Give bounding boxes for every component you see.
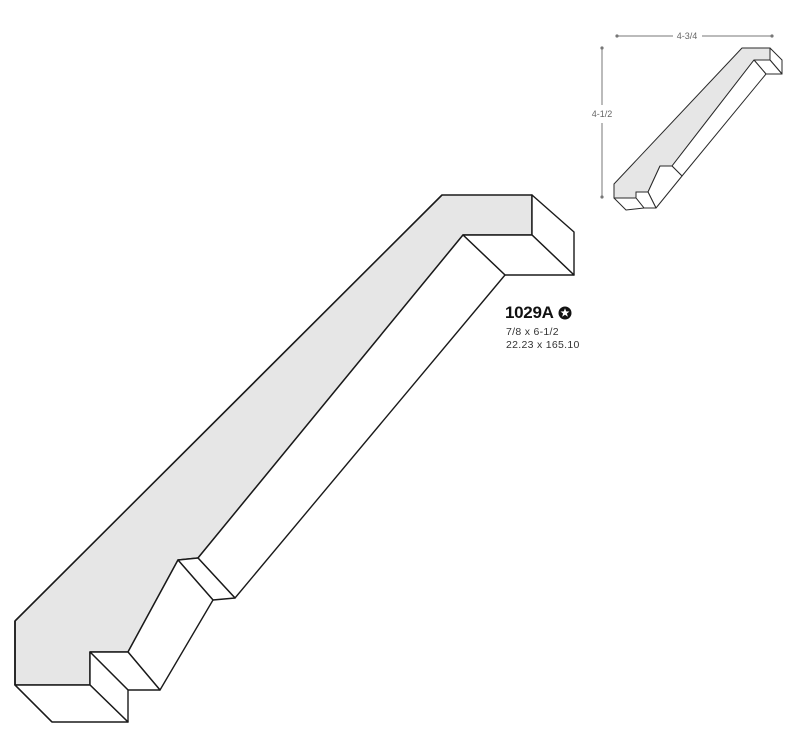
thumbnail-molding-profile xyxy=(613,47,783,211)
size-metric: 22.23 x 165.10 xyxy=(506,339,580,351)
thumb-cove-face xyxy=(647,165,683,209)
product-code-text: 1029A xyxy=(505,303,554,322)
star-badge-icon xyxy=(558,306,572,320)
product-code: 1029A xyxy=(505,303,572,323)
large-molding-profile xyxy=(14,194,575,723)
size-imperial: 7/8 x 6-1/2 xyxy=(506,326,559,338)
height-dimension: 4-1/2 xyxy=(592,46,613,199)
height-label: 4-1/2 xyxy=(592,109,613,119)
width-dimension: 4-3/4 xyxy=(615,31,774,41)
width-label: 4-3/4 xyxy=(677,31,698,41)
thumb-bottom-base xyxy=(613,197,645,211)
